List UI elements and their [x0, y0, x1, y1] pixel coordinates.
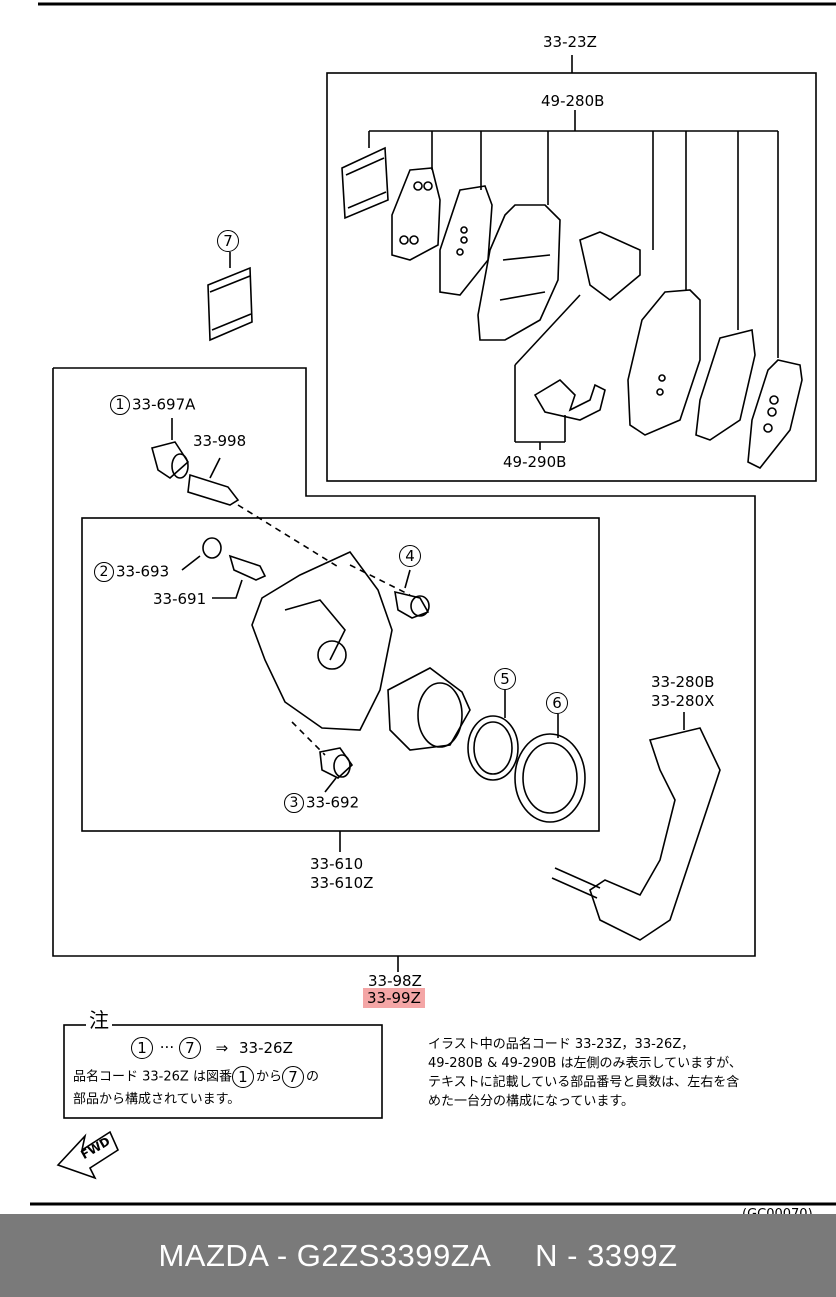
- shim-kit-upper-leaders: [368, 110, 779, 358]
- label-33-99z-highlighted: 33-99Z: [363, 988, 425, 1008]
- label-33-23z: 33-23Z: [543, 33, 597, 51]
- dust-boot-item6: [514, 733, 586, 823]
- label-33-610z: 33-610Z: [310, 874, 374, 892]
- label-33-691: 33-691: [153, 590, 207, 608]
- label-item7: 7: [217, 230, 241, 252]
- footer-banner: [0, 1214, 836, 1297]
- brake-pad-outer: [477, 204, 561, 341]
- label-33-998: 33-998: [193, 432, 247, 450]
- caliper-bolt-item4: [394, 569, 430, 619]
- right-note-line4: めた一台分の構成になっています。: [428, 1094, 635, 1109]
- bleeder-cap: [181, 537, 222, 571]
- part-number-footer: MAZDA - G2ZS3399ZA N - 3399Z: [158, 1238, 678, 1273]
- pad-shim-2: [747, 359, 803, 470]
- pad-shim-inner: [439, 185, 493, 296]
- note-box: [63, 1024, 383, 1119]
- pad-retaining-clips: [533, 378, 606, 421]
- pad-kit-box: [326, 72, 817, 482]
- note-line3: 部品から構成されています。: [73, 1092, 241, 1107]
- bleeder-screw: [212, 554, 267, 599]
- label-item6: 6: [546, 692, 570, 714]
- label-item4: 4: [399, 545, 423, 567]
- guide-bolt-33-998: [187, 457, 341, 569]
- anti-squeal-shim-1: [341, 146, 389, 220]
- label-item5: 5: [494, 668, 518, 690]
- label-49-290b: 49-290B: [503, 453, 567, 471]
- caliper-body: [251, 551, 411, 756]
- piston-seal-inner: [473, 721, 513, 775]
- wear-indicator-clip: [579, 231, 641, 302]
- fwd-arrow-icon: [56, 1130, 120, 1180]
- caliper-assembly-box: [52, 367, 756, 957]
- right-note-line1: イラスト中の品名コード 33-23Z，33-26Z，: [428, 1037, 695, 1052]
- right-note-line2: 49-280B & 49-290B は左側のみ表示していますが、: [428, 1056, 742, 1071]
- label-33-280x: 33-280X: [651, 692, 715, 710]
- caliper-bracket: [551, 727, 721, 941]
- dust-boot-inner: [522, 742, 578, 814]
- label-33-98z: 33-98Z: [368, 972, 422, 990]
- brake-pad-inner: [627, 289, 701, 436]
- label-49-280b: 49-280B: [541, 92, 605, 110]
- item7-shim: [207, 266, 253, 342]
- note-range-line: 1 ··· 7 ⇒ 33-26Z: [131, 1037, 293, 1059]
- right-note-line3: テキストに記載している部品番号と員数は、左右を含: [428, 1075, 740, 1090]
- label-33-610: 33-610: [310, 855, 364, 873]
- anti-squeal-shim-2: [695, 329, 756, 441]
- label-33-280b: 33-280B: [651, 673, 715, 691]
- note-heading: 注: [86, 1010, 112, 1030]
- guide-pin-boot: [151, 418, 190, 480]
- caliper-piston: [387, 667, 471, 751]
- shim-kit-lower-leaders: [514, 294, 581, 450]
- piston-seal-item5: [467, 715, 519, 781]
- guide-pin-boot-item3: [319, 747, 354, 793]
- pad-shim-outer: [391, 167, 441, 261]
